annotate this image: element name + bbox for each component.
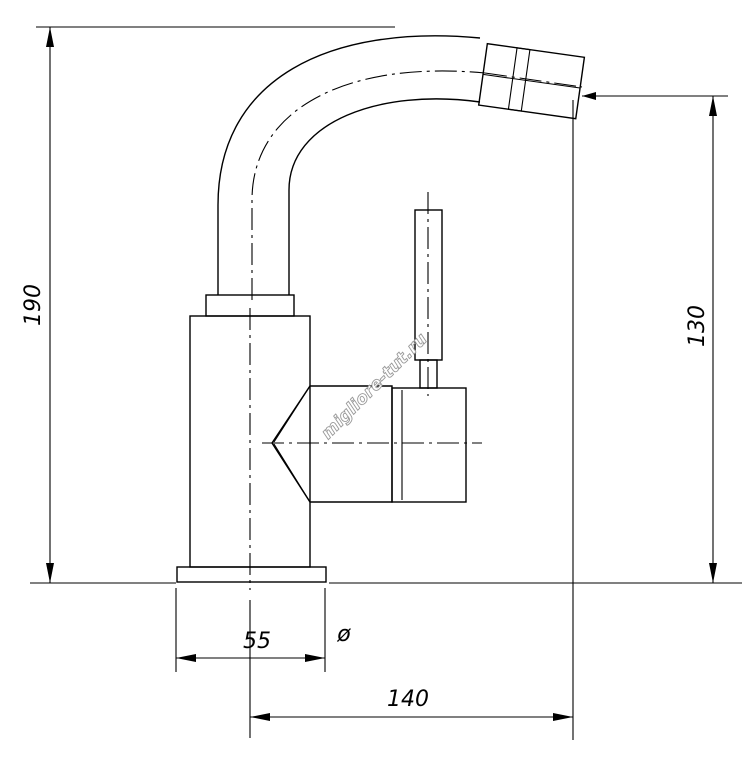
aerator [477, 42, 586, 120]
base-plate [176, 566, 327, 583]
center-lines [249, 70, 583, 590]
spout-inner-edge [288, 98, 481, 295]
lever-cap [391, 387, 467, 503]
dim-label-190: 190 [21, 284, 46, 326]
dimension-lines [30, 26, 742, 740]
dim-label-55: 55 [243, 629, 271, 654]
aerator-centerline [484, 72, 583, 88]
spout-outer-edge [217, 35, 481, 295]
diameter-symbol: ø [336, 622, 351, 647]
dim-label-140: 140 [387, 687, 429, 712]
housing-bevel [273, 385, 311, 503]
faucet-outline [176, 35, 586, 583]
spout-centerline [251, 70, 486, 300]
cartridge-housing [271, 385, 393, 503]
dim-label-130: 130 [685, 305, 710, 347]
